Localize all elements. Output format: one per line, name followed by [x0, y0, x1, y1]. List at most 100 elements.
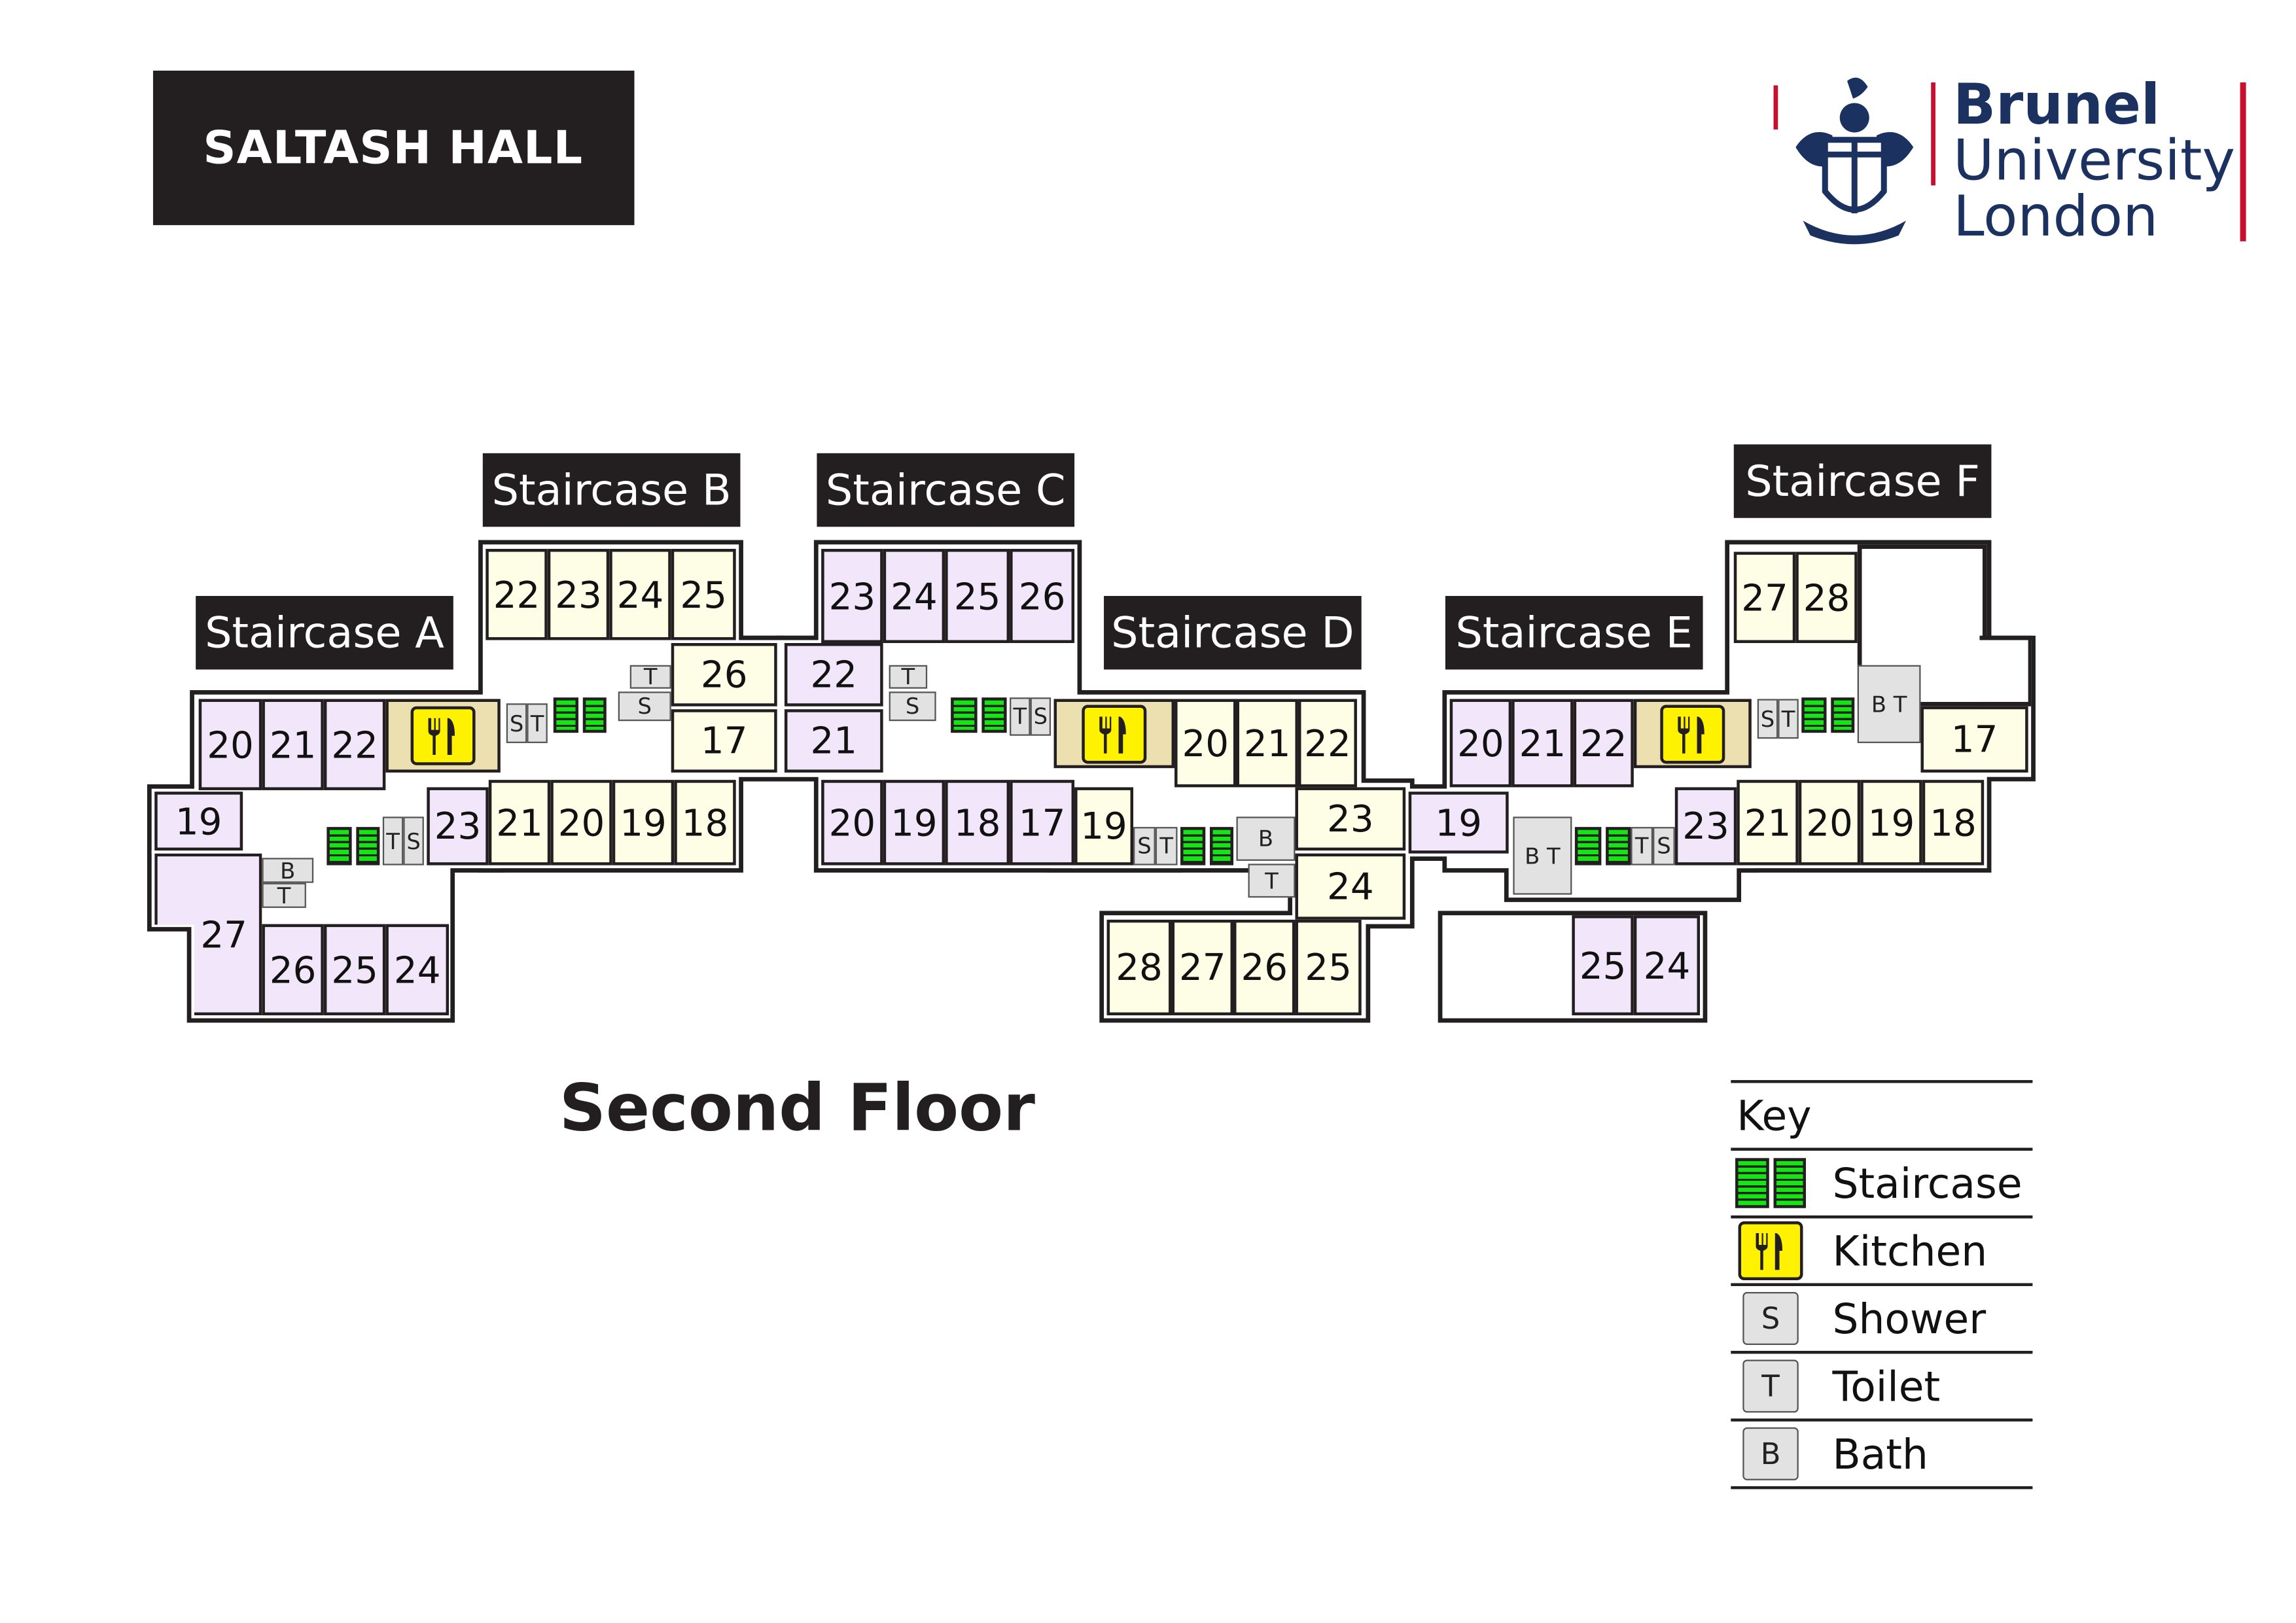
- bath-room[interactable]: B: [262, 857, 314, 884]
- room-e-23[interactable]: 23: [1674, 787, 1737, 865]
- room-a-25[interactable]: 25: [323, 924, 386, 1016]
- shower-room[interactable]: S: [618, 691, 671, 722]
- room-c-23[interactable]: 23: [821, 549, 883, 643]
- room-d-25[interactable]: 25: [1295, 919, 1362, 1016]
- room-f-27[interactable]: 27: [1733, 551, 1796, 643]
- room-b-17[interactable]: 17: [671, 709, 777, 773]
- room-b-26[interactable]: 26: [671, 642, 777, 707]
- room-b-20[interactable]: 20: [550, 780, 612, 865]
- staircase-label-b: Staircase B: [482, 453, 741, 527]
- legend-item-staircase: Staircase: [1731, 1147, 2033, 1215]
- room-c-17[interactable]: 17: [1010, 780, 1075, 865]
- legend-label: Staircase: [1832, 1159, 2022, 1208]
- room-c-22[interactable]: 22: [784, 642, 883, 707]
- hall-title: SALTASH HALL: [152, 70, 635, 226]
- room-f-18[interactable]: 18: [1922, 780, 1985, 865]
- room-e-21[interactable]: 21: [1511, 699, 1574, 788]
- room-a-22[interactable]: 22: [323, 699, 386, 790]
- room-e-25[interactable]: 25: [1572, 915, 1634, 1016]
- shower-room[interactable]: S: [1757, 699, 1778, 739]
- room-e-22[interactable]: 22: [1573, 699, 1634, 788]
- room-f-28[interactable]: 28: [1795, 551, 1858, 643]
- room-c-25[interactable]: 25: [945, 549, 1010, 643]
- toilet-room[interactable]: T: [629, 663, 671, 690]
- room-b-25[interactable]: 25: [671, 549, 736, 640]
- staircase-icon: [1735, 1158, 1807, 1208]
- room-d-27[interactable]: 27: [1171, 919, 1233, 1016]
- kitchen-d[interactable]: [1053, 699, 1175, 769]
- room-f-21[interactable]: 21: [1737, 780, 1799, 865]
- room-c-24[interactable]: 24: [883, 549, 945, 643]
- room-c-18[interactable]: 18: [945, 780, 1010, 865]
- toilet-room[interactable]: T: [527, 703, 548, 743]
- room-a-21[interactable]: 21: [262, 699, 324, 790]
- room-c-21[interactable]: 21: [784, 709, 883, 773]
- room-b-23[interactable]: 23: [547, 549, 610, 640]
- room-d-19[interactable]: 19: [1074, 787, 1134, 865]
- bath-toilet-room[interactable]: B T: [1513, 816, 1572, 895]
- room-c-19[interactable]: 19: [883, 780, 945, 865]
- room-e-20[interactable]: 20: [1449, 699, 1512, 788]
- kitchen-icon: [1660, 704, 1725, 763]
- room-a-19[interactable]: 19: [154, 792, 243, 851]
- room-c-20[interactable]: 20: [821, 780, 883, 865]
- room-d-20[interactable]: 20: [1174, 699, 1237, 788]
- room-d-21[interactable]: 21: [1236, 699, 1298, 788]
- bath-icon-letter: B: [1742, 1427, 1799, 1480]
- room-d-26[interactable]: 26: [1233, 919, 1296, 1016]
- room-c-26[interactable]: 26: [1010, 549, 1075, 643]
- room-b-18[interactable]: 18: [674, 780, 736, 865]
- room-f-20[interactable]: 20: [1798, 780, 1861, 865]
- room-b-19[interactable]: 19: [612, 780, 675, 865]
- toilet-room[interactable]: T: [1010, 697, 1031, 736]
- legend-title-row: Key: [1731, 1080, 2033, 1147]
- room-b-21[interactable]: 21: [488, 780, 551, 865]
- bath-toilet-room[interactable]: B T: [1857, 665, 1921, 743]
- staircase-icon[interactable]: [1180, 827, 1233, 865]
- shower-room[interactable]: S: [1030, 697, 1051, 736]
- shower-room[interactable]: S: [889, 691, 936, 722]
- room-e-19[interactable]: 19: [1408, 792, 1509, 854]
- staircase-icon[interactable]: [1574, 827, 1631, 865]
- toilet-room[interactable]: T: [889, 663, 928, 690]
- toilet-room[interactable]: T: [1248, 864, 1296, 898]
- toilet-room[interactable]: T: [1155, 827, 1178, 865]
- staircase-icon[interactable]: [1801, 697, 1855, 733]
- staircase-icon[interactable]: [553, 697, 607, 733]
- room-f-17[interactable]: 17: [1920, 706, 2028, 773]
- room-d-22[interactable]: 22: [1298, 699, 1357, 788]
- toilet-room[interactable]: T: [1778, 699, 1799, 739]
- shower-room[interactable]: S: [506, 703, 527, 743]
- staircase-label-e: Staircase E: [1445, 596, 1703, 670]
- room-d-24[interactable]: 24: [1295, 853, 1406, 920]
- toilet-room[interactable]: T: [262, 882, 306, 909]
- legend: Key Staircase Kitchen S Shower T Toilet …: [1731, 1080, 2033, 1490]
- shower-room[interactable]: S: [1653, 827, 1675, 865]
- legend-item-shower: S Shower: [1731, 1283, 2033, 1350]
- legend-label: Bath: [1832, 1429, 1928, 1478]
- staircase-icon[interactable]: [327, 827, 380, 865]
- staircase-icon[interactable]: [951, 697, 1007, 733]
- room-b-22[interactable]: 22: [486, 549, 548, 640]
- room-a-20[interactable]: 20: [198, 699, 262, 790]
- room-a-24[interactable]: 24: [385, 924, 450, 1016]
- room-d-28[interactable]: 28: [1106, 919, 1172, 1016]
- shower-room[interactable]: S: [1133, 827, 1156, 865]
- room-a-27[interactable]: 27: [154, 853, 262, 1016]
- room-d-23[interactable]: 23: [1295, 787, 1406, 851]
- legend-item-bath: B Bath: [1731, 1418, 2033, 1490]
- empty-wing: [1913, 640, 2028, 702]
- bath-room[interactable]: B: [1236, 816, 1296, 861]
- shower-icon-letter: S: [1742, 1291, 1799, 1345]
- toilet-room[interactable]: T: [1631, 827, 1653, 865]
- shower-room[interactable]: S: [403, 816, 424, 865]
- room-b-24[interactable]: 24: [609, 549, 671, 640]
- toilet-room[interactable]: T: [382, 816, 404, 865]
- room-a-26[interactable]: 26: [262, 924, 324, 1016]
- room-f-19[interactable]: 19: [1860, 780, 1922, 865]
- room-e-24[interactable]: 24: [1633, 915, 1701, 1016]
- kitchen-e[interactable]: [1633, 699, 1752, 769]
- kitchen-a[interactable]: [385, 699, 501, 773]
- room-a-23[interactable]: 23: [427, 787, 489, 865]
